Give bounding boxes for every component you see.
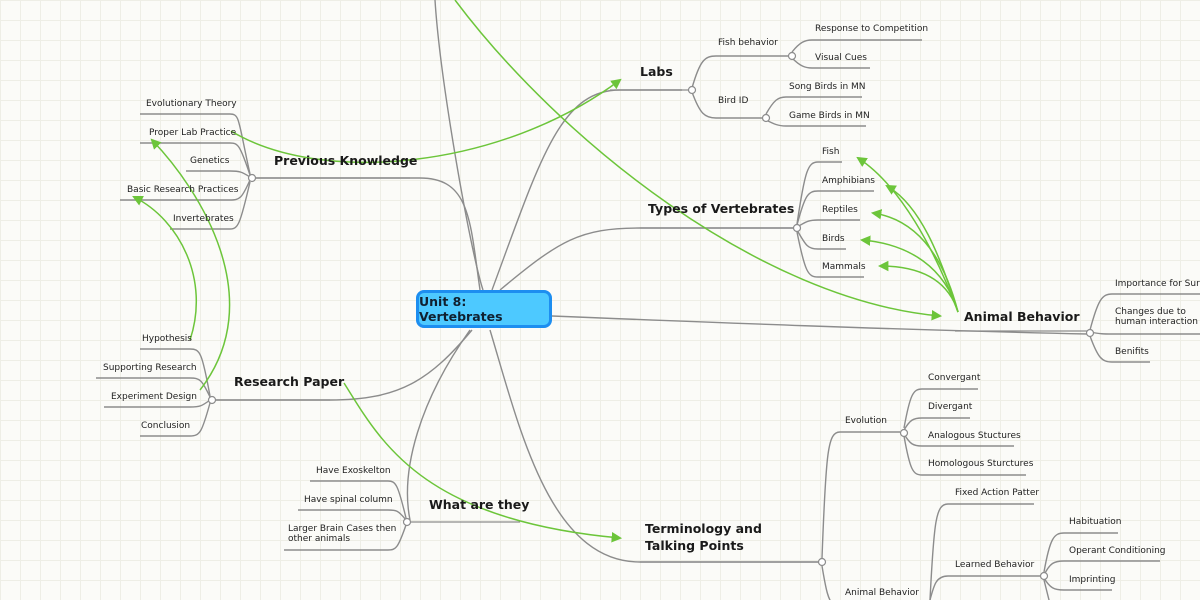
animal-behavior-links: [955, 293, 1200, 363]
central-topic[interactable]: Unit 8: Vertebrates: [416, 290, 552, 328]
subtopic-fish[interactable]: Fish: [822, 147, 840, 157]
subtopic-basic-research-practices[interactable]: Basic Research Practices: [127, 185, 239, 195]
subtopic-conclusion[interactable]: Conclusion: [141, 421, 191, 431]
subtopic-habituation[interactable]: Habituation: [1069, 517, 1122, 527]
previous-knowledge-links: [120, 113, 410, 230]
subtopic-homologous-sturctures[interactable]: Homologous Sturctures: [928, 459, 1034, 469]
subtopic-experiment-design[interactable]: Experiment Design: [111, 392, 197, 402]
subtopic-terminology-animal-behavior[interactable]: Animal Behavior: [845, 588, 919, 598]
subtopic-analogous-stuctures[interactable]: Analogous Stuctures: [928, 431, 1021, 441]
subtopic-invertebrates[interactable]: Invertebrates: [173, 214, 234, 224]
subtopic-evolution[interactable]: Evolution: [845, 416, 887, 426]
labs-links: [610, 39, 922, 127]
subtopic-have-exoskelton[interactable]: Have Exoskelton: [316, 466, 391, 476]
subtopic-song-birds[interactable]: Song Birds in MN: [789, 82, 866, 92]
topic-previous-knowledge[interactable]: Previous Knowledge: [274, 153, 418, 168]
subtopic-visual-cues[interactable]: Visual Cues: [815, 53, 867, 63]
subtopic-genetics[interactable]: Genetics: [190, 156, 230, 166]
subtopic-birds[interactable]: Birds: [822, 234, 845, 244]
subtopic-fixed-action-patter[interactable]: Fixed Action Patter: [955, 488, 1040, 498]
subtopic-convergant[interactable]: Convergant: [928, 373, 981, 383]
research-paper-links: [96, 348, 330, 437]
topic-what-are-they[interactable]: What are they: [429, 497, 530, 512]
subtopic-reptiles[interactable]: Reptiles: [822, 205, 858, 215]
subtopic-hypothesis[interactable]: Hypothesis: [142, 334, 192, 344]
subtopic-divergant[interactable]: Divergant: [928, 402, 973, 412]
subtopic-bird-id[interactable]: Bird ID: [718, 96, 749, 106]
subtopic-amphibians[interactable]: Amphibians: [822, 176, 875, 186]
topic-animal-behavior[interactable]: Animal Behavior: [964, 309, 1080, 324]
subtopic-learned-behavior[interactable]: Learned Behavior: [955, 560, 1035, 570]
subtopic-importance-for-survival[interactable]: Importance for Survival: [1115, 279, 1200, 289]
relationship-arrows: [132, 0, 959, 543]
subtopic-proper-lab-practice[interactable]: Proper Lab Practice: [149, 128, 237, 138]
subtopic-operant-conditioning[interactable]: Operant Conditioning: [1069, 546, 1166, 556]
topic-labs[interactable]: Labs: [640, 64, 673, 79]
subtopic-mammals[interactable]: Mammals: [822, 262, 866, 272]
root-branches: [212, 0, 1089, 563]
subtopic-changes-human-interaction[interactable]: Changes due to human interaction: [1115, 307, 1198, 327]
what-are-they-links: [284, 480, 520, 551]
subtopic-response-to-competition[interactable]: Response to Competition: [815, 24, 929, 34]
subtopic-game-birds[interactable]: Game Birds in MN: [789, 111, 870, 121]
topic-research-paper[interactable]: Research Paper: [234, 374, 345, 389]
subtopic-larger-brain-cases[interactable]: Larger Brain Cases then other animals: [288, 524, 397, 544]
subtopic-have-spinal-column[interactable]: Have spinal column: [304, 495, 393, 505]
subtopic-supporting-research[interactable]: Supporting Research: [103, 363, 197, 373]
terminology-links: [640, 388, 1160, 600]
subtopic-evolutionary-theory[interactable]: Evolutionary Theory: [146, 99, 237, 109]
topic-types-of-vertebrates[interactable]: Types of Vertebrates: [648, 201, 795, 216]
subtopic-fish-behavior[interactable]: Fish behavior: [718, 38, 778, 48]
types-links: [640, 161, 874, 278]
subtopic-imprinting[interactable]: Imprinting: [1069, 575, 1116, 585]
topic-terminology[interactable]: Terminology and Talking Points: [645, 521, 762, 553]
subtopic-benifits[interactable]: Benifits: [1115, 347, 1149, 357]
